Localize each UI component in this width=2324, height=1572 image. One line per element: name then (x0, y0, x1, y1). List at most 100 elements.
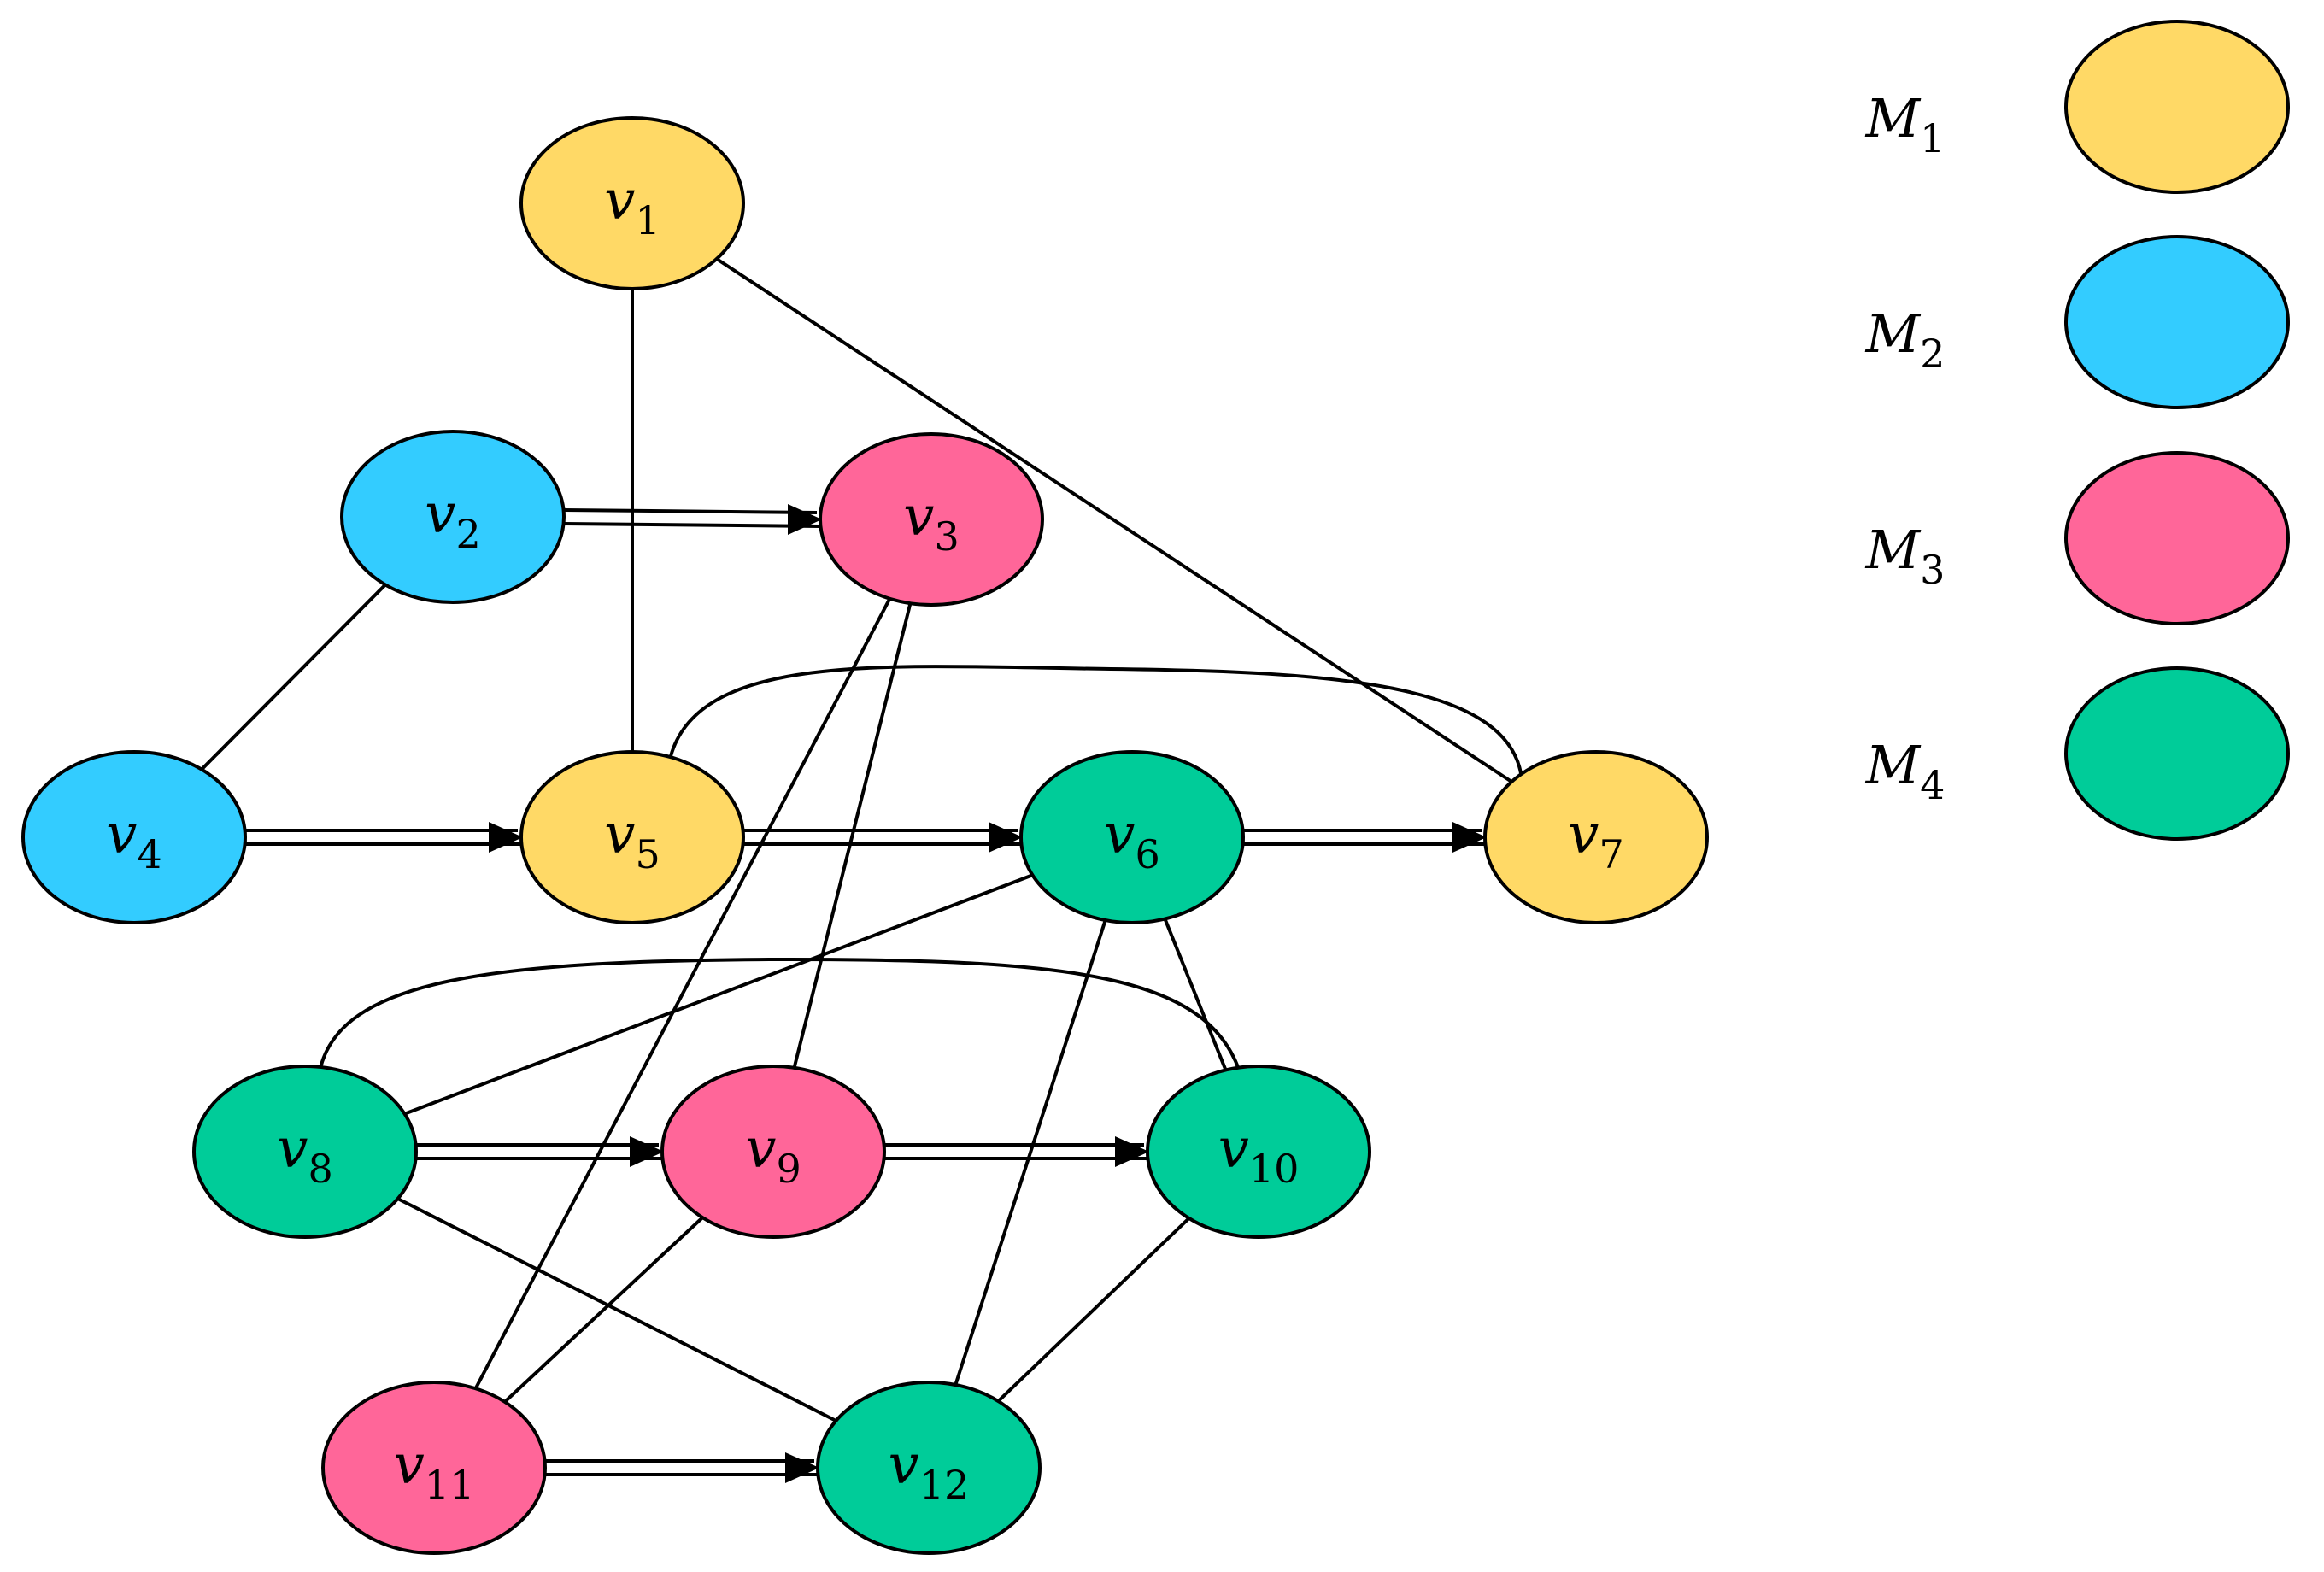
arrow-line-lower (563, 522, 821, 528)
arrowhead-icon (788, 504, 822, 535)
legend-label-base: M (1865, 734, 1922, 796)
arrowhead-icon (1115, 1136, 1149, 1167)
node-v4: v4 (21, 750, 247, 924)
arrow-v2-v3 (563, 504, 822, 535)
legend-swatch (2064, 666, 2290, 841)
legend-label-base: M (1865, 519, 1922, 581)
arrow-v6-v7 (1243, 822, 1487, 853)
node-label-base: v (277, 1117, 308, 1181)
node-v9: v9 (660, 1065, 886, 1239)
node-v1: v1 (519, 116, 745, 290)
node-v12: v12 (816, 1381, 1042, 1555)
node-label: v11 (394, 1434, 475, 1508)
node-ellipse (819, 432, 1044, 607)
node-label: v7 (1568, 803, 1623, 877)
node-ellipse (192, 1065, 418, 1239)
legend-swatch (2064, 235, 2290, 409)
node-ellipse (1019, 750, 1245, 924)
legend-label: M1 (1865, 87, 1945, 161)
node-v11: v11 (321, 1381, 547, 1555)
node-label-base: v (425, 483, 455, 546)
legend-swatch (2064, 20, 2290, 194)
node-label: v3 (903, 485, 959, 560)
node-label: v4 (106, 803, 161, 877)
node-label-subscript: 4 (137, 831, 161, 877)
legend-swatch (2064, 451, 2290, 625)
node-label-base: v (1568, 803, 1599, 866)
node-ellipse (1146, 1065, 1371, 1239)
node-ellipse (340, 430, 566, 604)
edges-layer (200, 257, 1523, 1483)
legend-label-subscript: 1 (1920, 115, 1945, 161)
node-label-subscript: 3 (934, 513, 959, 560)
node-label: v12 (889, 1434, 970, 1508)
node-label-base: v (903, 485, 934, 548)
arrow-v9-v10 (884, 1136, 1149, 1167)
legend-item-M1: M1 (1865, 20, 2290, 194)
node-v5: v5 (519, 750, 745, 924)
node-ellipse (660, 1065, 886, 1239)
node-label: v8 (277, 1117, 332, 1192)
node-label-subscript: 1 (635, 197, 660, 243)
arrow-v11-v12 (545, 1452, 819, 1483)
node-label: v6 (1104, 803, 1159, 877)
node-label-subscript: 12 (919, 1462, 970, 1508)
node-label-base: v (604, 169, 635, 232)
node-ellipse (1483, 750, 1709, 924)
node-label-base: v (394, 1434, 425, 1497)
node-label-subscript: 10 (1249, 1146, 1300, 1192)
node-label-subscript: 2 (455, 511, 480, 557)
node-ellipse (519, 750, 745, 924)
legend-label-subscript: 4 (1920, 762, 1945, 808)
node-v7: v7 (1483, 750, 1709, 924)
edge-v3-v9 (792, 602, 913, 1069)
legend-item-M4: M4 (1865, 666, 2290, 841)
edge-v6-v12 (954, 919, 1107, 1386)
arrowhead-icon (630, 1136, 664, 1167)
legend-item-M2: M2 (1865, 235, 2290, 409)
node-label-subscript: 6 (1135, 831, 1159, 877)
node-label-base: v (1218, 1117, 1249, 1181)
arrowhead-icon (489, 822, 523, 853)
edge-v10-v12 (996, 1217, 1191, 1403)
node-ellipse (816, 1381, 1042, 1555)
arrowhead-icon (785, 1452, 819, 1483)
legend-label-subscript: 2 (1920, 331, 1945, 377)
legend-label: M4 (1865, 734, 1945, 808)
node-label-base: v (889, 1434, 919, 1497)
node-label-base: v (604, 803, 635, 866)
edge-v3-v11 (473, 597, 892, 1390)
legend-label-base: M (1865, 87, 1922, 150)
node-label: v2 (425, 483, 480, 557)
edge-v6-v8 (403, 873, 1034, 1116)
edge-v9-v11 (503, 1216, 704, 1404)
edge-v8-v10 (319, 957, 1241, 1070)
legend-item-M3: M3 (1865, 451, 2290, 625)
edge-v8-v12 (396, 1197, 837, 1422)
node-label: v5 (604, 803, 660, 877)
edge-v1-v7 (715, 257, 1513, 783)
edge-v6-v10 (1163, 918, 1228, 1071)
node-label-subscript: 11 (425, 1462, 475, 1508)
node-label: v10 (1218, 1117, 1300, 1192)
arrow-line-upper (563, 508, 818, 514)
node-ellipse (21, 750, 247, 924)
node-label-subscript: 5 (635, 831, 660, 877)
arrow-v8-v9 (416, 1136, 664, 1167)
node-v8: v8 (192, 1065, 418, 1239)
legend-label-subscript: 3 (1920, 547, 1945, 593)
legend-label: M2 (1865, 302, 1945, 377)
node-label-base: v (745, 1117, 776, 1181)
legend-label-base: M (1865, 302, 1922, 365)
node-ellipse (321, 1381, 547, 1555)
node-label: v9 (745, 1117, 801, 1192)
node-v2: v2 (340, 430, 566, 604)
arrowhead-icon (1452, 822, 1487, 853)
node-v3: v3 (819, 432, 1044, 607)
edge-v5-v7 (669, 665, 1523, 774)
node-label-subscript: 8 (308, 1146, 332, 1192)
edge-v2-v4 (200, 584, 387, 771)
